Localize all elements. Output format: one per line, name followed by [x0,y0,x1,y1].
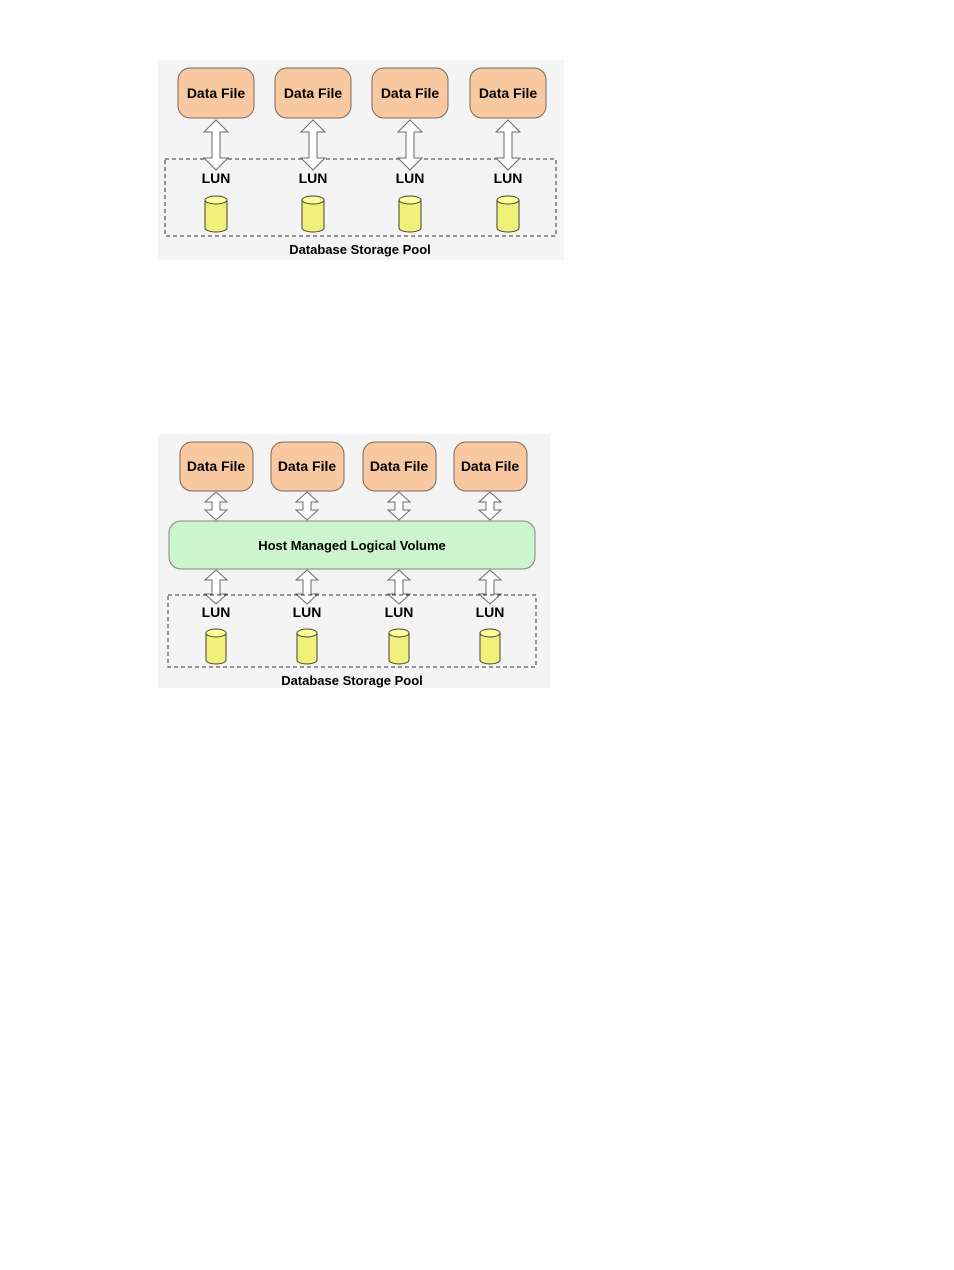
double-arrow-icon [204,120,228,170]
double-arrow-icon [388,570,410,604]
storage-pool-label: Database Storage Pool [289,242,431,257]
data-file-label: Data File [187,85,246,101]
data-file-node: Data File [372,68,448,118]
double-arrow-icon [301,120,325,170]
disk-cylinder-icon [399,196,421,232]
lun-label: LUN [299,170,328,186]
double-arrow-icon [479,492,501,520]
data-file-label: Data File [278,458,337,474]
double-arrow-icon [479,570,501,604]
data-file-node: Data File [275,68,351,118]
data-file-node: Data File [180,442,253,491]
double-arrow-icon [296,492,318,520]
lun-label: LUN [385,604,414,620]
lun-label: LUN [494,170,523,186]
data-file-label: Data File [370,458,429,474]
data-file-label: Data File [381,85,440,101]
data-file-node: Data File [363,442,436,491]
data-file-node: Data File [454,442,527,491]
double-arrow-icon [398,120,422,170]
double-arrow-icon [496,120,520,170]
disk-cylinder-icon [297,629,317,664]
data-file-label: Data File [461,458,520,474]
lun-label: LUN [293,604,322,620]
disk-cylinder-icon [497,196,519,232]
storage-pool-label: Database Storage Pool [281,673,423,688]
double-arrow-icon [388,492,410,520]
data-file-node: Data File [271,442,344,491]
data-file-node: Data File [178,68,254,118]
diagram-direct-lun-mapping-svg: Data File Data File Data File Data File … [158,60,564,260]
data-file-node: Data File [470,68,546,118]
double-arrow-icon [205,492,227,520]
diagram-direct-lun-mapping: Data File Data File Data File Data File … [158,60,564,260]
diagram-logical-volume-mapping-svg: Data File Data File Data File Data File [158,434,550,688]
diagram-logical-volume-mapping: Data File Data File Data File Data File [158,434,550,688]
lun-label: LUN [396,170,425,186]
disk-cylinder-icon [302,196,324,232]
disk-cylinder-icon [206,629,226,664]
logical-volume-label: Host Managed Logical Volume [258,538,446,553]
lun-label: LUN [476,604,505,620]
double-arrow-icon [296,570,318,604]
lun-label: LUN [202,604,231,620]
double-arrow-icon [205,570,227,604]
disk-cylinder-icon [480,629,500,664]
lun-label: LUN [202,170,231,186]
data-file-label: Data File [479,85,538,101]
disk-cylinder-icon [389,629,409,664]
disk-cylinder-icon [205,196,227,232]
logical-volume-node: Host Managed Logical Volume [169,521,535,569]
data-file-label: Data File [187,458,246,474]
data-file-label: Data File [284,85,343,101]
